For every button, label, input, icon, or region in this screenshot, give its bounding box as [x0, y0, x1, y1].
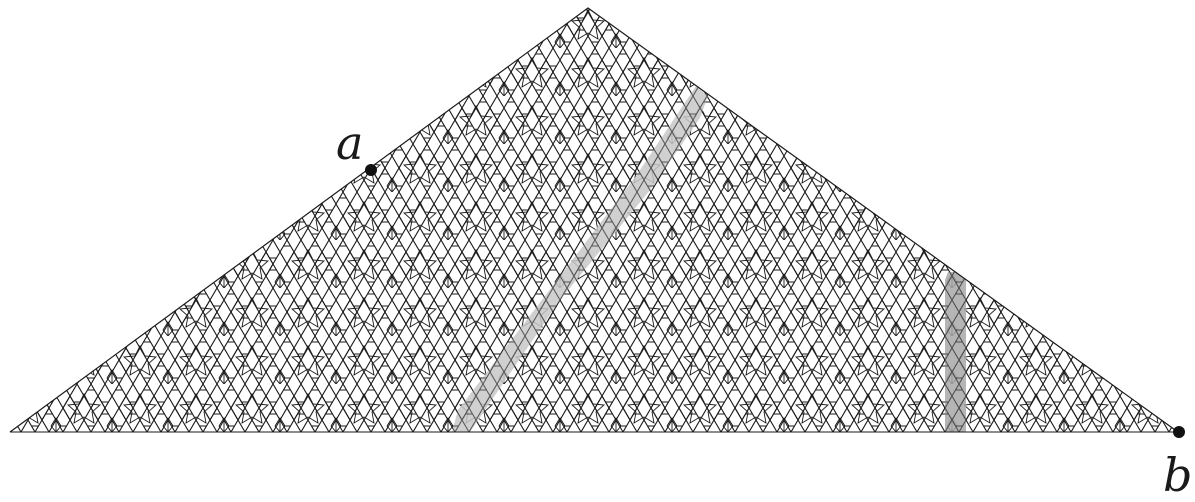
point-b: [1173, 426, 1185, 438]
point-b-label: b: [1163, 452, 1192, 498]
point-a-label: a: [336, 120, 363, 166]
point-a: [365, 164, 377, 176]
